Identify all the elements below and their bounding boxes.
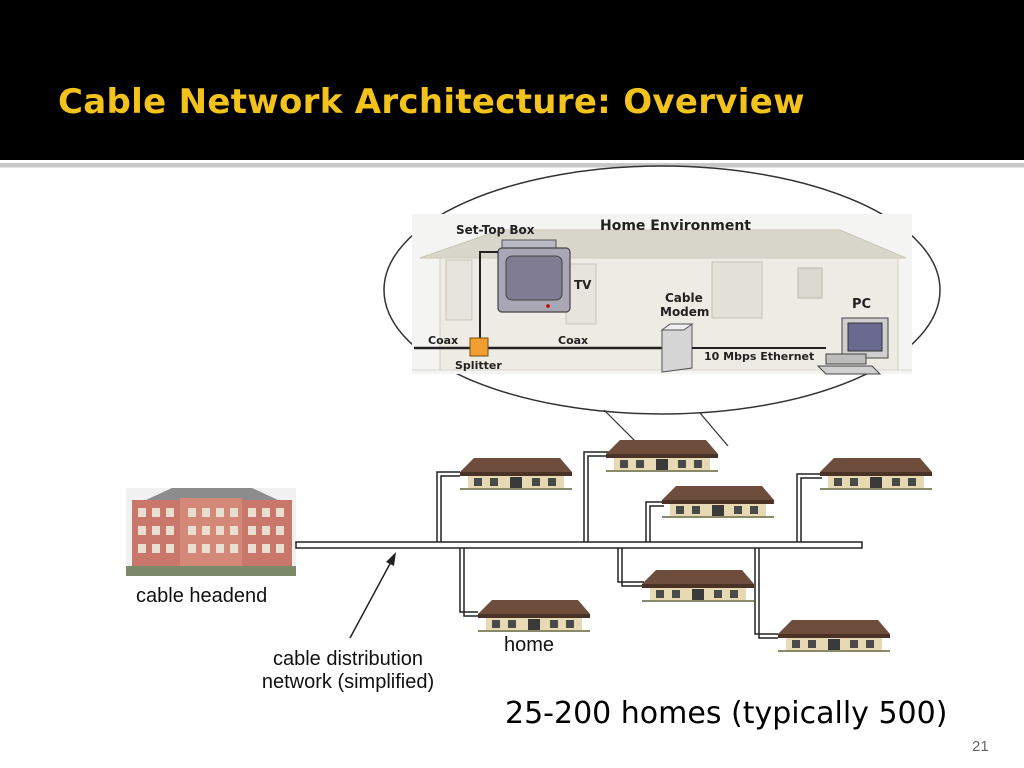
homes-count-label: 25-200 homes (typically 500) xyxy=(505,696,948,731)
title-rule-highlight xyxy=(0,167,1024,168)
cable-modem-label-2: Modem xyxy=(660,305,709,319)
distribution-network-label: cable distribution network (simplified) xyxy=(240,648,456,694)
cable-headend-building xyxy=(126,488,296,576)
home-house-6 xyxy=(642,570,754,602)
home-house-3 xyxy=(662,486,774,518)
home-house-2 xyxy=(606,440,718,472)
coax-left-label: Coax xyxy=(428,334,458,347)
distribution-label-line1: cable distribution xyxy=(272,648,424,670)
cable-headend-label: cable headend xyxy=(136,585,268,607)
home-house-5 xyxy=(478,600,590,632)
set-top-box-label: Set-Top Box xyxy=(456,223,535,237)
pc-icon xyxy=(816,317,889,375)
coax-right-label: Coax xyxy=(558,334,588,347)
splitter-icon xyxy=(469,337,489,357)
home-house-4 xyxy=(820,458,932,490)
distribution-pointer-arrow xyxy=(349,552,396,639)
home-environment-title: Home Environment xyxy=(600,218,751,234)
branch-lines xyxy=(436,451,822,639)
home-house-1 xyxy=(460,458,572,490)
tv-icon xyxy=(497,247,571,313)
set-top-box-icon xyxy=(501,239,557,249)
splitter-label: Splitter xyxy=(455,359,502,372)
distribution-cable xyxy=(295,541,863,549)
pc-label: PC xyxy=(852,297,871,312)
cable-modem-icon xyxy=(660,323,694,373)
page-number: 21 xyxy=(972,738,989,755)
home-house-7 xyxy=(778,620,890,652)
title-bar xyxy=(0,0,1024,160)
ethernet-label: 10 Mbps Ethernet xyxy=(704,350,814,363)
distribution-label-line2: network (simplified) xyxy=(261,671,435,693)
slide-title: Cable Network Architecture: Overview xyxy=(58,82,805,122)
coax-wiring xyxy=(414,251,672,350)
home-label: home xyxy=(504,634,555,656)
tv-label: TV xyxy=(574,278,592,292)
title-rule xyxy=(0,163,1024,167)
cable-modem-label-1: Cable xyxy=(665,291,703,305)
